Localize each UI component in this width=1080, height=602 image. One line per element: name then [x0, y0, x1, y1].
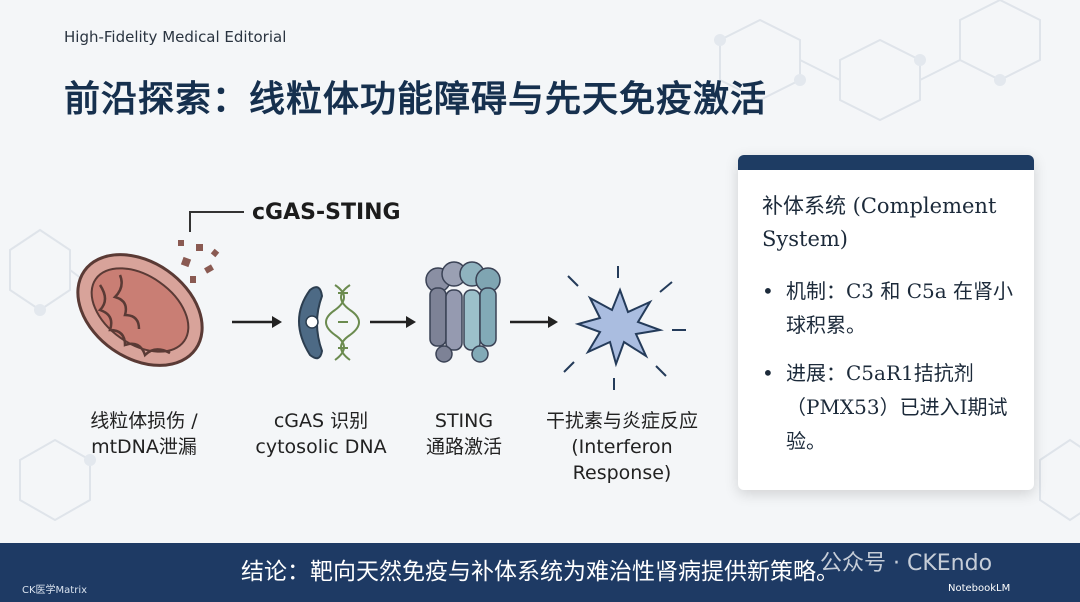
- list-item: • 进展：C5aR1拮抗剂（PMX53）已进入I期试验。: [762, 356, 1016, 458]
- list-item: • 机制：C3 和 C5a 在肾小球积累。: [762, 274, 1016, 342]
- arrow-icon: [510, 316, 558, 328]
- interferon-burst-icon: [552, 266, 686, 390]
- bullet-icon: •: [762, 274, 774, 308]
- cgas-protein-icon: [299, 287, 322, 358]
- pathway-label: cGAS-STING: [252, 200, 401, 225]
- panel-title: 补体系统 (Complement System): [762, 190, 1012, 256]
- step-label-sting: STING 通路激活: [404, 408, 524, 460]
- dna-helix-icon: [326, 285, 359, 360]
- mtdna-fragments-icon: [178, 240, 219, 283]
- step-label-cgas: cGAS 识别 cytosolic DNA: [236, 408, 406, 460]
- arrow-icon: [370, 316, 416, 328]
- pathway-illustration: [60, 230, 700, 390]
- notebooklm-label: NotebookLM: [948, 583, 1010, 594]
- wechat-watermark: 公众号 · CKEndo: [820, 545, 992, 577]
- panel-header-bar: [738, 155, 1034, 170]
- brand-label: High-Fidelity Medical Editorial: [64, 28, 286, 46]
- step-label-mitochondria: 线粒体损伤 / mtDNA泄漏: [60, 408, 228, 460]
- sting-protein-icon: [426, 262, 500, 362]
- panel-list: • 机制：C3 和 C5a 在肾小球积累。 • 进展：C5aR1拮抗剂（PMX5…: [738, 274, 1034, 458]
- complement-panel: 补体系统 (Complement System) • 机制：C3 和 C5a 在…: [738, 155, 1034, 490]
- arrow-icon: [232, 316, 282, 328]
- mitochondrion-icon: [60, 232, 223, 389]
- step-label-interferon: 干扰素与炎症反应 (Interferon Response): [526, 408, 718, 486]
- page-title: 前沿探索：线粒体功能障碍与先天免疫激活: [64, 70, 767, 122]
- bullet-icon: •: [762, 356, 774, 390]
- source-label: CK医学Matrix: [22, 581, 87, 596]
